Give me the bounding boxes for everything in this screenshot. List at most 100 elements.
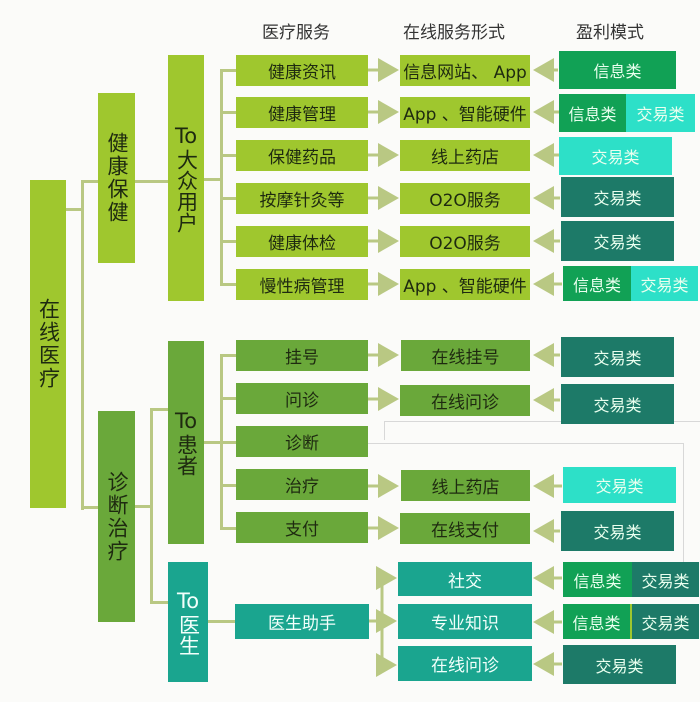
revenue-node: 交易类: [561, 384, 674, 424]
connector: [204, 178, 222, 181]
connector: [220, 197, 236, 200]
revenue-info: 信息类: [559, 94, 626, 132]
service-node: 诊断: [236, 426, 368, 457]
connector: [220, 283, 236, 286]
revenue-trade: 交易类: [632, 562, 699, 597]
service-node: 挂号: [236, 340, 368, 371]
revenue-trade: 交易类: [561, 384, 674, 424]
frame-outline: [384, 421, 700, 440]
header-online-form: 在线服务形式: [403, 23, 505, 43]
header-profit-model: 盈利模式: [576, 23, 644, 43]
connector: [220, 484, 236, 487]
connector: [204, 441, 222, 444]
form-node: 在线支付: [400, 513, 530, 544]
revenue-info: 信息类: [563, 266, 631, 301]
revenue-trade: 交易类: [631, 266, 698, 301]
form-node: App 、智能硬件: [400, 97, 530, 128]
form-node: O2O服务: [400, 183, 530, 214]
revenue-trade: 交易类: [563, 467, 676, 503]
service-node: 问诊: [236, 383, 368, 414]
audience-label: 大众用户: [174, 148, 199, 233]
revenue-node: 信息类: [559, 51, 676, 89]
revenue-trade: 交易类: [563, 645, 676, 684]
connector: [220, 154, 236, 157]
revenue-info: 信息类: [563, 604, 630, 639]
form-node: O2O服务: [400, 226, 530, 257]
connector: [220, 240, 236, 243]
revenue-node: 交易类: [561, 177, 674, 217]
revenue-node: 交易类: [561, 337, 674, 377]
revenue-node: 信息类 交易类: [563, 562, 699, 597]
root-label: 在线医疗: [36, 298, 61, 390]
branch-label: 健康保健: [105, 132, 129, 224]
connector: [220, 527, 236, 530]
audience-prefix: To: [174, 123, 198, 148]
audience-prefix: To: [174, 409, 198, 433]
revenue-trade: 交易类: [561, 337, 674, 377]
service-node: 治疗: [236, 469, 368, 500]
connector: [150, 601, 168, 604]
revenue-node: 信息类 交易类: [563, 604, 699, 639]
revenue-trade: 交易类: [626, 94, 695, 132]
audience-doctors: To 医生: [168, 562, 208, 682]
revenue-info: 信息类: [563, 562, 632, 597]
connector: [150, 408, 168, 411]
revenue-node: 交易类: [561, 221, 674, 261]
arrow-right: [376, 621, 397, 677]
revenue-info: 信息类: [559, 51, 676, 89]
connector: [150, 408, 153, 604]
connector: [81, 506, 99, 509]
revenue-node: 交易类: [563, 467, 676, 503]
revenue-node: 交易类: [563, 645, 676, 684]
connector: [208, 620, 236, 623]
connector: [81, 180, 84, 510]
revenue-node: 信息类 交易类: [559, 94, 695, 132]
form-node: 信息网站、 App: [400, 55, 530, 86]
revenue-trade: 交易类: [561, 221, 674, 261]
revenue-node: 交易类: [559, 137, 672, 175]
revenue-trade: 交易类: [561, 177, 674, 217]
connector: [220, 354, 236, 357]
header-medical-service: 医疗服务: [262, 23, 330, 43]
connector: [220, 397, 236, 400]
form-node: 社交: [398, 562, 532, 596]
audience-patients: To 患者: [168, 341, 204, 544]
arrow-right: [376, 566, 397, 621]
form-node: 在线挂号: [401, 340, 530, 371]
root-node: 在线医疗: [30, 180, 66, 508]
service-node: 健康体检: [236, 226, 368, 257]
connector: [81, 180, 99, 183]
audience-prefix: To: [176, 588, 200, 613]
service-node: 健康管理: [236, 97, 368, 128]
service-node: 健康资讯: [236, 55, 368, 86]
audience-label: 医生: [176, 613, 201, 656]
service-node: 保健药品: [236, 140, 368, 171]
connector: [220, 111, 236, 114]
branch-diagnosis-treatment: 诊断治疗: [98, 411, 135, 622]
connector: [135, 505, 151, 508]
service-node: 医生助手: [235, 604, 369, 639]
frame-outline: [345, 443, 684, 584]
revenue-trade: 交易类: [561, 511, 674, 551]
connector: [220, 69, 236, 72]
revenue-trade: 交易类: [559, 137, 672, 175]
connector: [135, 180, 168, 183]
audience-label: 患者: [174, 434, 199, 476]
form-node: 在线问诊: [398, 646, 532, 681]
service-node: 慢性病管理: [236, 269, 368, 300]
form-node: 在线问诊: [400, 385, 530, 416]
form-node: 线上药店: [400, 140, 530, 171]
revenue-node: 信息类 交易类: [563, 266, 698, 301]
revenue-node: 交易类: [561, 511, 674, 551]
branch-health-care: 健康保健: [98, 93, 135, 263]
form-node: 线上药店: [401, 470, 530, 501]
service-node: 按摩针灸等: [236, 183, 368, 214]
connector: [220, 69, 223, 286]
connector: [220, 441, 236, 444]
service-node: 支付: [236, 512, 368, 543]
audience-public-users: To 大众用户: [168, 55, 204, 301]
connector: [66, 208, 82, 211]
branch-label: 诊断治疗: [105, 470, 129, 563]
revenue-trade: 交易类: [630, 604, 699, 639]
